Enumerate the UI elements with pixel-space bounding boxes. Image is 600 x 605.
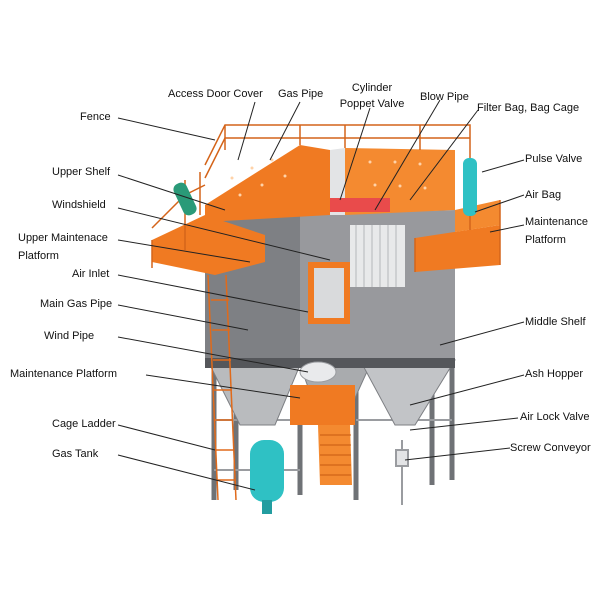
leader-lines [117,99,525,491]
upper-shelf-panels [205,145,455,222]
label-blow-pipe: Blow Pipe [420,91,469,103]
label-gas-tank: Gas Tank [52,448,99,460]
label-wind-pipe: Wind Pipe [44,330,95,342]
label-screw-conveyor: Screw Conveyor [510,442,591,454]
label-main-gas-pipe: Main Gas Pipe [40,298,113,310]
label-access-door-cover: Access Door Cover [168,88,263,100]
label-maintenance-platform-right: Maintenance Platform [525,216,588,246]
label-middle-shelf: Middle Shelf [525,316,586,328]
label-windshield: Windshield [52,199,106,211]
screw-conveyor [395,440,409,505]
lower-maintenance-platform [290,385,355,485]
label-cylinder-poppet-valve: Cylinder Poppet Valve [339,82,405,110]
top-fence [204,124,471,179]
label-gas-pipe: Gas Pipe [278,88,324,100]
label-pulse-valve: Pulse Valve [525,153,583,165]
label-upper-shelf: Upper Shelf [52,166,111,178]
gas-tank [250,440,284,514]
label-air-lock-valve: Air Lock Valve [520,411,590,423]
label-cage-ladder: Cage Ladder [52,418,116,430]
label-air-inlet: Air Inlet [72,268,110,280]
label-fence: Fence [80,111,111,123]
label-air-bag: Air Bag [525,189,562,201]
wind-pipe [299,361,337,383]
label-filter-bag-cage: Filter Bag, Bag Cage [477,102,580,114]
label-upper-maintenance-platform: Upper Maintenace Platform [18,232,108,262]
pulse-valve-manifolds [173,158,477,216]
label-ash-hopper: Ash Hopper [525,368,584,380]
label-maintenance-platform-left: Maintenance Platform [10,368,117,380]
